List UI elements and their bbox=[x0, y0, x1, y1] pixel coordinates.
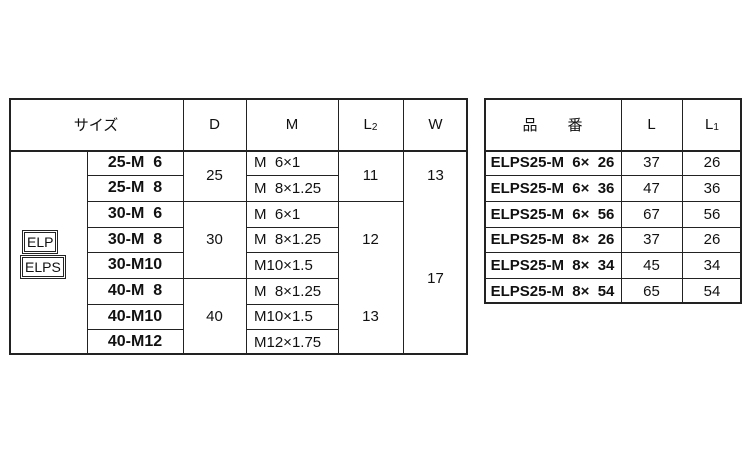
row-divider bbox=[484, 227, 742, 228]
l-cell: 37 bbox=[643, 231, 660, 248]
l2-cell: 11 bbox=[362, 167, 379, 184]
header-size: サイズ bbox=[73, 116, 119, 134]
header-m: M bbox=[285, 115, 299, 133]
l1-cell: 26 bbox=[703, 154, 721, 171]
header-l1-subscript: 1 bbox=[713, 121, 719, 133]
m-cell: M10×1.5 bbox=[254, 256, 313, 274]
l-cell: 37 bbox=[643, 154, 660, 171]
part-number-cell: ELPS25-M 6× 56 bbox=[490, 205, 615, 223]
size-cell: 30-M 8 bbox=[107, 230, 163, 248]
row-divider bbox=[87, 252, 183, 253]
part-number-cell: ELPS25-M 8× 54 bbox=[490, 282, 615, 300]
l-cell: 47 bbox=[643, 179, 660, 197]
row-divider bbox=[87, 201, 403, 202]
l1-cell: 26 bbox=[703, 231, 721, 248]
size-cell: 30-M10 bbox=[107, 256, 163, 273]
size-cell: 30-M 6 bbox=[107, 205, 163, 222]
l-cell: 67 bbox=[643, 205, 660, 223]
l-cell: 45 bbox=[643, 256, 660, 274]
m-cell: M12×1.75 bbox=[254, 333, 322, 351]
m-cell: M10×1.5 bbox=[254, 308, 313, 325]
l-cell: 65 bbox=[643, 282, 660, 300]
size-cell: 40-M 8 bbox=[107, 282, 163, 299]
header-l1-main: L bbox=[705, 115, 714, 133]
size-cell: 40-M12 bbox=[107, 333, 163, 350]
header-w: W bbox=[428, 115, 443, 133]
m-cell: M 8×1.25 bbox=[254, 282, 322, 300]
row-divider bbox=[87, 304, 183, 305]
part-number-cell: ELPS25-M 8× 26 bbox=[490, 231, 615, 248]
row-divider bbox=[87, 227, 183, 228]
part-number-cell: ELPS25-M 6× 26 bbox=[490, 154, 615, 171]
part-number-cell: ELPS25-M 6× 36 bbox=[490, 179, 615, 197]
header-part-number: 品 番 bbox=[522, 116, 583, 134]
part-table-header-divider bbox=[484, 150, 742, 152]
l1-cell: 56 bbox=[703, 205, 721, 223]
series-label-elp: ELP bbox=[21, 230, 59, 254]
row-divider bbox=[87, 175, 183, 176]
part-number-cell: ELPS25-M 8× 34 bbox=[490, 256, 615, 274]
m-cell: M 6×1 bbox=[254, 205, 301, 223]
l1-cell: 54 bbox=[703, 282, 721, 300]
d-cell: 30 bbox=[206, 231, 223, 248]
m-cell: M 6×1 bbox=[254, 154, 301, 171]
row-divider bbox=[87, 329, 183, 330]
w-cell: 13 bbox=[427, 167, 444, 184]
header-l2-main: L bbox=[363, 115, 372, 133]
size-table-header-divider bbox=[9, 150, 468, 152]
w-cell: 17 bbox=[427, 269, 444, 287]
row-divider bbox=[484, 175, 742, 176]
header-d: D bbox=[209, 115, 220, 133]
row-divider bbox=[246, 329, 338, 330]
l2-cell: 12 bbox=[362, 231, 379, 248]
col-divider bbox=[338, 98, 339, 355]
m-cell: M 8×1.25 bbox=[254, 179, 322, 197]
row-divider bbox=[484, 252, 742, 253]
row-divider bbox=[246, 227, 338, 228]
col-divider bbox=[403, 98, 404, 355]
m-cell: M 8×1.25 bbox=[254, 231, 322, 248]
d-cell: 25 bbox=[206, 167, 223, 184]
col-divider bbox=[246, 98, 247, 355]
size-table-border bbox=[9, 98, 468, 355]
size-cell: 25-M 8 bbox=[107, 179, 163, 196]
l1-cell: 34 bbox=[703, 256, 721, 274]
col-divider bbox=[183, 98, 184, 355]
d-cell: 40 bbox=[206, 308, 223, 325]
l1-cell: 36 bbox=[703, 179, 721, 197]
row-divider bbox=[87, 278, 338, 279]
series-label-elps: ELPS bbox=[20, 255, 66, 279]
row-divider bbox=[484, 278, 742, 279]
row-divider bbox=[246, 304, 338, 305]
header-l2-subscript: 2 bbox=[371, 121, 378, 133]
row-divider bbox=[246, 252, 338, 253]
row-divider bbox=[484, 201, 742, 202]
size-cell: 40-M10 bbox=[107, 307, 163, 325]
header-l: L bbox=[647, 115, 656, 133]
row-divider bbox=[246, 175, 338, 176]
size-cell: 25-M 6 bbox=[107, 153, 163, 171]
l2-cell: 13 bbox=[362, 308, 379, 325]
